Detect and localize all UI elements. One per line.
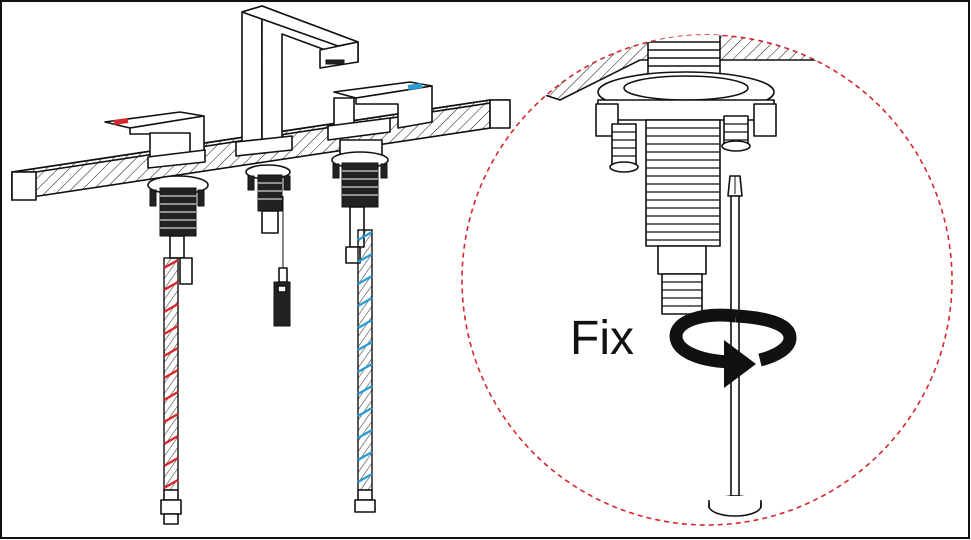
zoom-mounting-plate (595, 71, 777, 137)
zoom-mounting-stud-left (609, 123, 639, 173)
faucet-spout (235, 5, 359, 157)
hot-water-hose (160, 257, 182, 525)
cold-valve-handle (327, 81, 433, 159)
spout-mounting-body (245, 164, 291, 327)
cold-water-hose (354, 229, 376, 513)
zoom-mounting-stud-right (721, 115, 751, 152)
hot-valve-handle (104, 111, 206, 169)
zoom-valve-threads (645, 119, 721, 315)
screwdriver-icon (708, 175, 762, 517)
fix-label: Fix (570, 312, 634, 365)
cold-indicator (407, 83, 423, 90)
hot-valve-body (147, 175, 209, 285)
hot-indicator (113, 118, 129, 125)
rotate-clockwise-arrow-icon (669, 308, 797, 388)
